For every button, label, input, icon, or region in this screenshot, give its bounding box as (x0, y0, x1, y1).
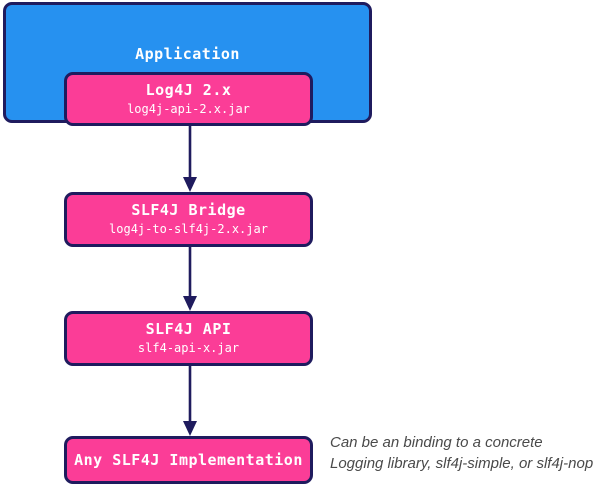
edge-arrow-log4j-to-bridge (183, 126, 197, 192)
node-log4j-title: Log4J 2.x (145, 80, 232, 99)
implementation-note: Can be an binding to a concrete Logging … (330, 434, 594, 473)
node-slf4j-api[interactable]: SLF4J API slf4-api-x.jar (64, 311, 313, 366)
node-slf4j-api-subtitle: slf4-api-x.jar (137, 341, 240, 356)
node-log4j-subtitle: log4j-api-2.x.jar (127, 101, 250, 116)
node-slf4j-bridge[interactable]: SLF4J Bridge log4j-to-slf4j-2.x.jar (64, 192, 313, 247)
edge-arrow-bridge-to-api (183, 247, 197, 311)
node-slf4j-bridge-subtitle: log4j-to-slf4j-2.x.jar (109, 222, 268, 237)
node-slf4j-api-title: SLF4J API (145, 320, 232, 339)
node-log4j[interactable]: Log4J 2.x log4j-api-2.x.jar (64, 72, 313, 126)
node-application-title: Application (135, 45, 240, 63)
node-slf4j-implementation-title: Any SLF4J Implementation (74, 450, 303, 469)
node-slf4j-bridge-title: SLF4J Bridge (131, 201, 246, 220)
node-slf4j-implementation[interactable]: Any SLF4J Implementation (64, 436, 313, 484)
edge-arrow-api-to-implementation (183, 366, 197, 436)
